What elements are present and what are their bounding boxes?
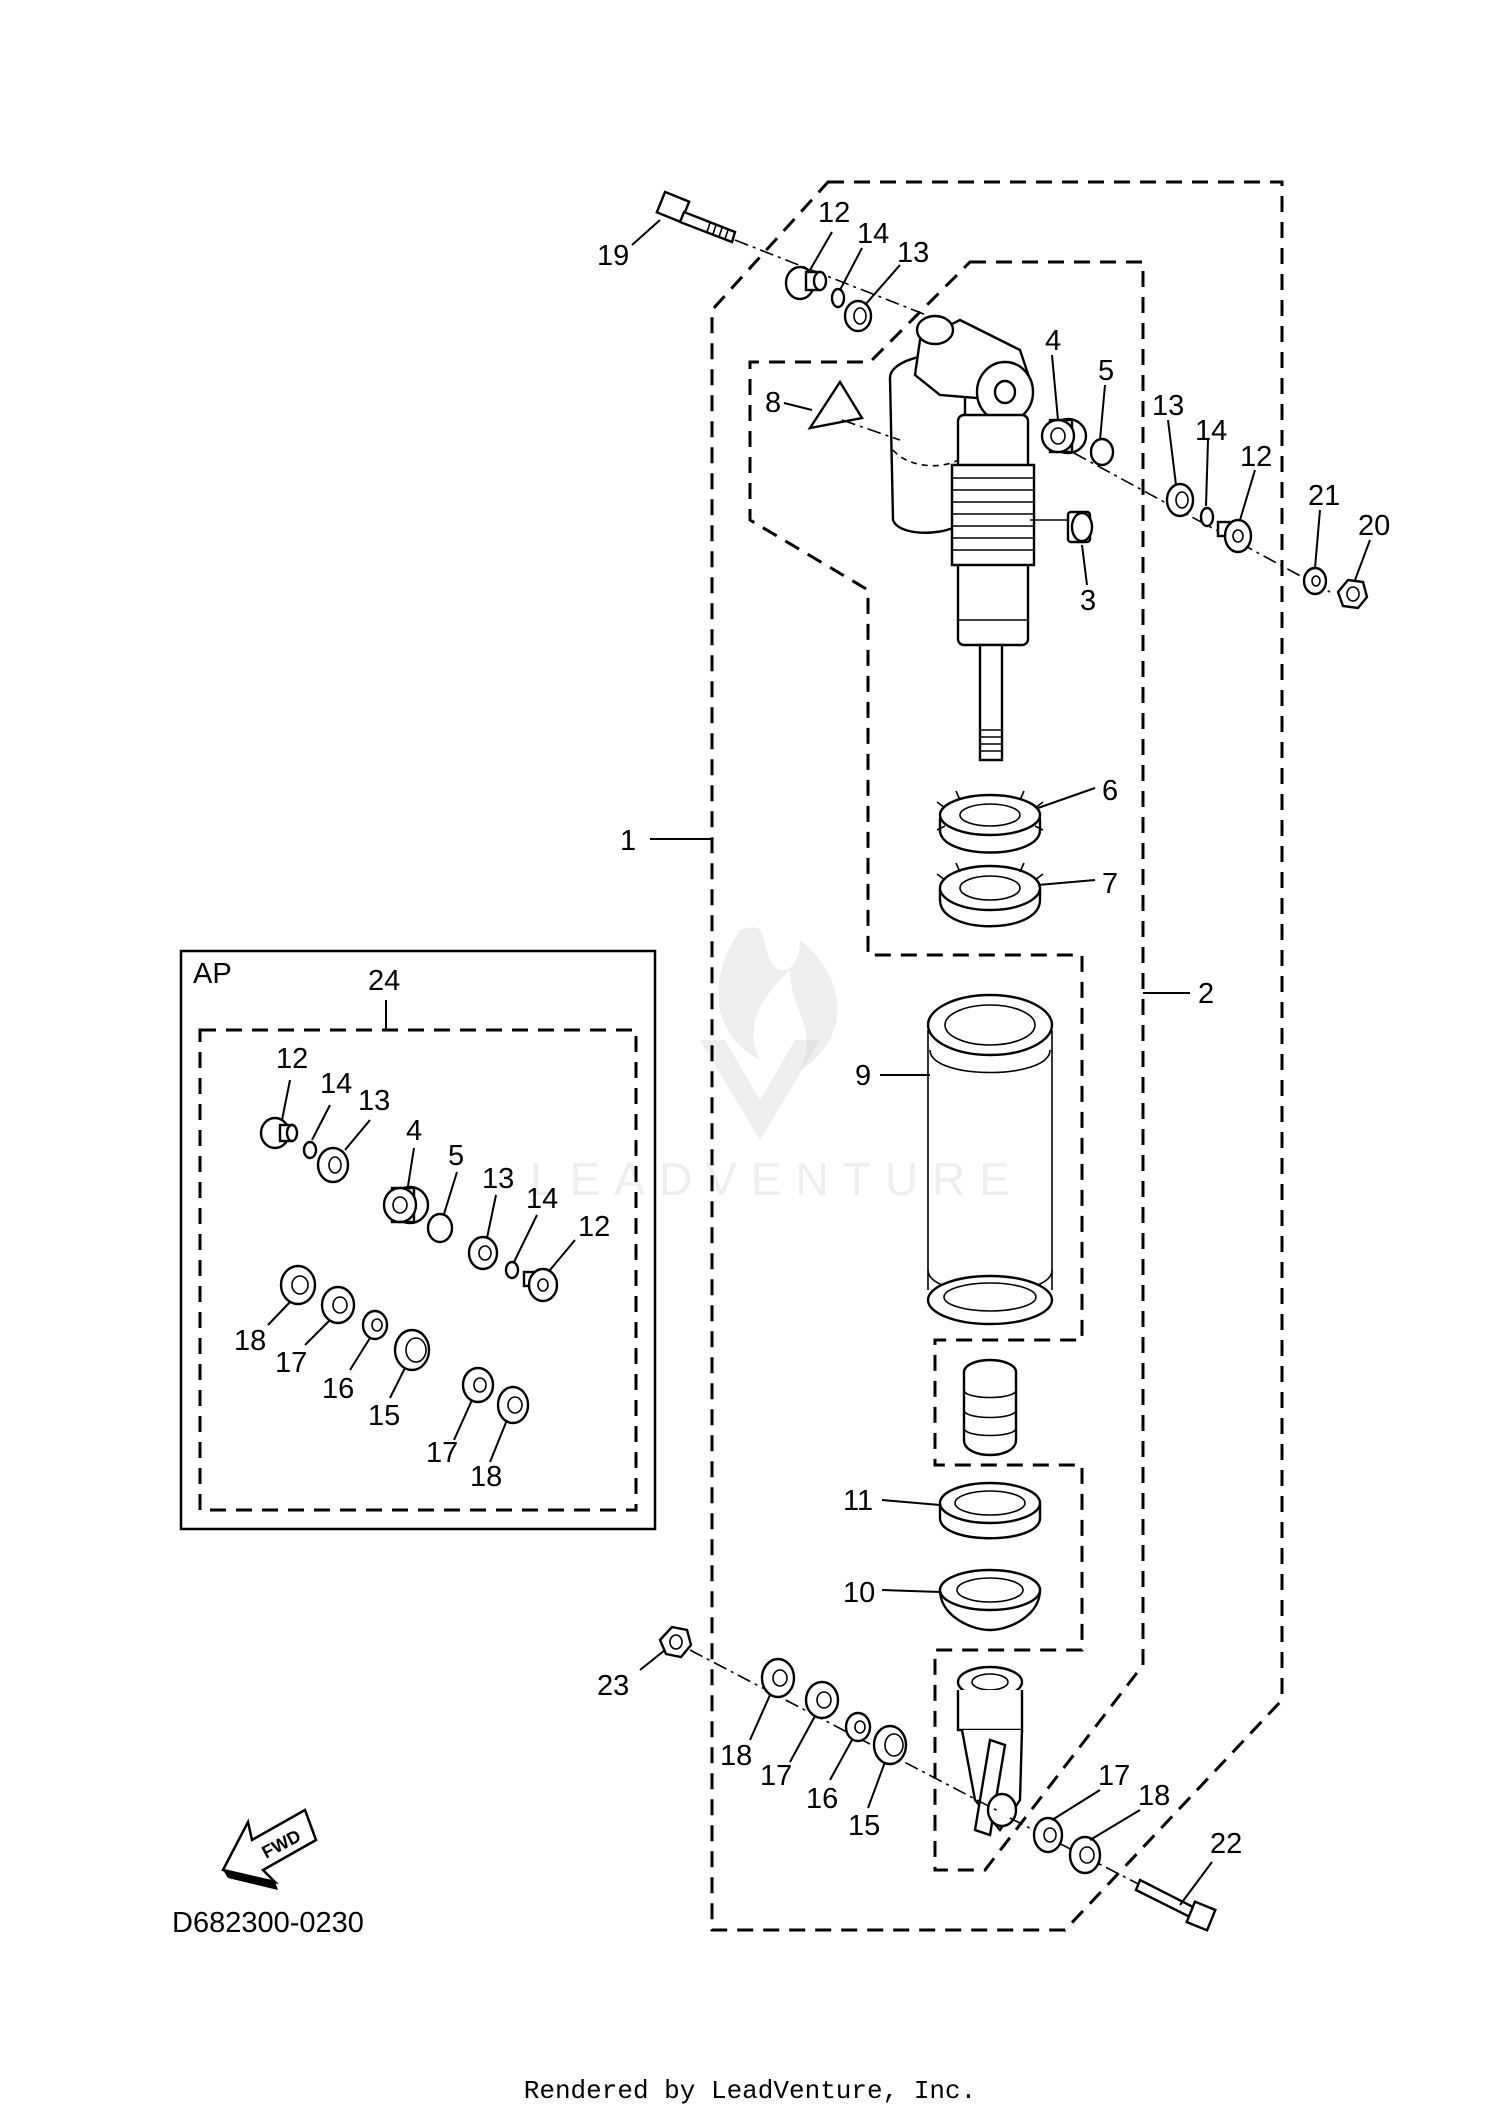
bump-stop xyxy=(962,1358,1018,1457)
callout-14: 14 xyxy=(857,218,889,250)
ap-callout-14: 14 xyxy=(320,1068,352,1100)
ap-collar-12-right xyxy=(522,1267,559,1303)
callout-4: 4 xyxy=(1045,325,1061,357)
washer-18-right xyxy=(1068,1835,1102,1875)
ap-collar-17-right xyxy=(461,1366,495,1404)
inset-ap: AP 24 xyxy=(179,949,657,1531)
watermark-logo: LEADVENTURE xyxy=(530,927,1024,1205)
callout-20: 20 xyxy=(1358,510,1390,542)
callout-12-right: 12 xyxy=(1240,441,1272,473)
ap-circlip-5 xyxy=(426,1212,454,1244)
collar-12-top xyxy=(784,265,828,301)
bushing-16-left xyxy=(844,1711,872,1743)
spring-seat-10 xyxy=(938,1568,1042,1632)
bolt-19 xyxy=(655,190,737,244)
ap-callout-12: 12 xyxy=(276,1043,308,1075)
ap-callout-14-right: 14 xyxy=(526,1183,558,1215)
callout-1: 1 xyxy=(620,825,636,857)
circlip-5 xyxy=(1089,437,1115,467)
callout-17: 17 xyxy=(760,1760,792,1792)
ap-callout-17-right: 17 xyxy=(426,1437,458,1469)
callout-14-right: 14 xyxy=(1195,415,1227,447)
callout-16: 16 xyxy=(806,1783,838,1815)
callout-15: 15 xyxy=(848,1810,880,1842)
collar-12-right xyxy=(1216,518,1253,554)
nut-23 xyxy=(658,1625,693,1659)
lower-clevis xyxy=(956,1665,1024,1837)
ap-callout-18: 18 xyxy=(234,1325,266,1357)
callout-22: 22 xyxy=(1210,1828,1242,1860)
adjusting-nut-7 xyxy=(936,862,1044,928)
ap-seal-13-right xyxy=(467,1235,499,1271)
ap-callout-13: 13 xyxy=(358,1085,390,1117)
o-ring-14-right xyxy=(1199,506,1215,528)
collar-17-left xyxy=(804,1680,840,1720)
label-8 xyxy=(807,379,864,430)
callout-18-right: 18 xyxy=(1138,1780,1170,1812)
ap-callout-12-right: 12 xyxy=(578,1211,610,1243)
ap-bearing-15 xyxy=(393,1328,431,1372)
callout-13: 13 xyxy=(897,237,929,269)
callout-18: 18 xyxy=(720,1740,752,1772)
spring-9 xyxy=(926,993,1054,1326)
callout-leaders xyxy=(631,219,1371,1906)
callout-8: 8 xyxy=(765,387,781,419)
callout-24: 24 xyxy=(368,965,400,997)
inset-label: AP xyxy=(193,958,232,990)
footer-credit: Rendered by LeadVenture, Inc. xyxy=(524,2076,976,2106)
seal-13-top xyxy=(843,299,873,333)
collar-17-right xyxy=(1032,1816,1064,1854)
ap-o-ring-14-right xyxy=(504,1260,520,1280)
ap-callout-4: 4 xyxy=(406,1115,422,1147)
callout-17-right: 17 xyxy=(1098,1760,1130,1792)
assembly-outline-2 xyxy=(748,260,1145,1872)
bearing-15-left xyxy=(872,1724,908,1766)
ap-washer-18-left xyxy=(279,1264,317,1306)
adjuster-3 xyxy=(1030,510,1094,544)
callout-6: 6 xyxy=(1102,775,1118,807)
callout-7: 7 xyxy=(1102,868,1118,900)
ap-callout-18-right: 18 xyxy=(470,1461,502,1493)
ap-collar-12-left xyxy=(259,1116,299,1150)
callout-23: 23 xyxy=(597,1670,629,1702)
watermark-text: LEADVENTURE xyxy=(530,1153,1024,1205)
diagram-code: D682300-0230 xyxy=(172,1907,364,1939)
shock-absorber-body xyxy=(888,314,1036,762)
ap-collar-17-left xyxy=(320,1285,356,1325)
callout-12: 12 xyxy=(818,197,850,229)
callout-2: 2 xyxy=(1198,978,1214,1010)
callout-10: 10 xyxy=(843,1577,875,1609)
bolt-22 xyxy=(1134,1878,1217,1932)
ap-washer-18-right xyxy=(496,1385,530,1425)
washer-21 xyxy=(1302,566,1328,596)
ap-callout-5: 5 xyxy=(448,1140,464,1172)
ap-callout-13-right: 13 xyxy=(482,1163,514,1195)
ap-callout-17: 17 xyxy=(275,1347,307,1379)
fwd-arrow-icon: FWD xyxy=(221,1808,318,1890)
ap-seal-13-left xyxy=(316,1146,350,1184)
callout-3: 3 xyxy=(1080,585,1096,617)
callout-19: 19 xyxy=(597,240,629,272)
callout-numbers: 19 12 14 13 8 4 5 3 13 14 12 21 20 6 7 1… xyxy=(597,197,1390,1860)
assembly-outline-1 xyxy=(710,180,1284,1932)
ap-bushing-4 xyxy=(382,1185,430,1225)
spring-guide-11 xyxy=(938,1481,1042,1540)
lock-nut-6 xyxy=(936,790,1044,854)
o-ring-14-top xyxy=(830,287,846,309)
bushing-4 xyxy=(1040,417,1088,455)
callout-21: 21 xyxy=(1308,480,1340,512)
callout-13-right: 13 xyxy=(1152,390,1184,422)
washer-18-left xyxy=(760,1657,796,1699)
seal-13-right xyxy=(1165,482,1195,518)
ap-callout-15: 15 xyxy=(368,1400,400,1432)
callout-11: 11 xyxy=(843,1485,873,1517)
ap-bushing-16 xyxy=(361,1309,389,1341)
callout-9: 9 xyxy=(855,1060,871,1092)
ap-callout-16: 16 xyxy=(322,1373,354,1405)
nut-20 xyxy=(1336,578,1369,610)
ap-o-ring-14-left xyxy=(302,1140,318,1160)
callout-5: 5 xyxy=(1098,355,1114,387)
